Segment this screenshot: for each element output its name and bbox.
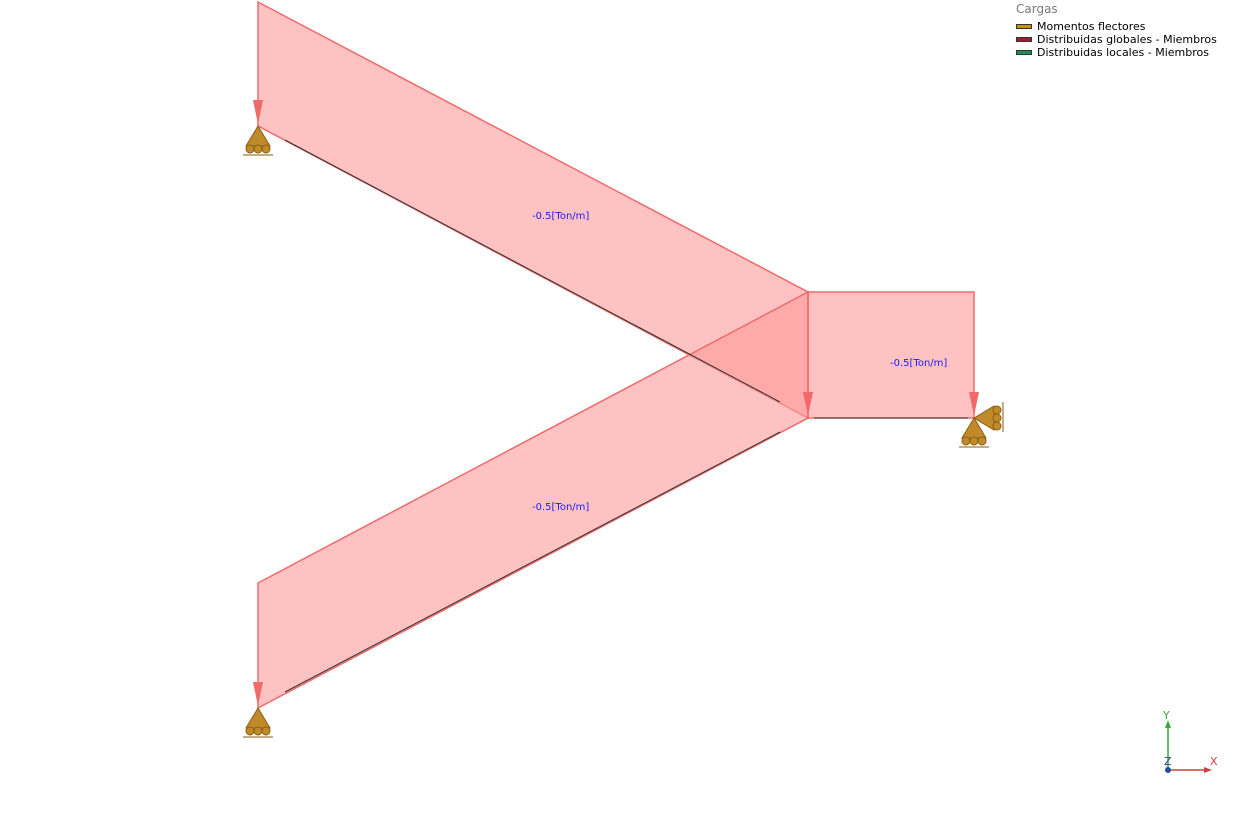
x-axis-arrow: [1204, 767, 1212, 773]
load-label-upper: -0.5[Ton/m]: [532, 211, 589, 222]
load-arrow-top-left: [253, 100, 263, 124]
z-axis-origin: [1165, 767, 1171, 773]
y-axis-arrow: [1165, 720, 1171, 728]
legend-title: Cargas: [1016, 2, 1058, 16]
legend-item-label: Momentos flectores: [1037, 20, 1146, 33]
swatch-icon: [1016, 50, 1032, 55]
z-axis-label: Z: [1164, 755, 1172, 768]
member-upper: [284, 139, 781, 403]
legend-item-momentos: Momentos flectores: [1016, 20, 1217, 33]
legend-item-locales: Distribuidas locales - Miembros: [1016, 46, 1217, 59]
member-lower: [284, 431, 781, 693]
legend-item-label: Distribuidas locales - Miembros: [1037, 46, 1209, 59]
swatch-icon: [1016, 24, 1032, 29]
load-horizontal: [807, 291, 975, 419]
support-bottom-left: [243, 707, 273, 738]
legend-item-label: Distribuidas globales - Miembros: [1037, 33, 1217, 46]
support-top-left: [243, 125, 273, 156]
load-arrow-bottom-left: [253, 682, 263, 706]
load-arrow-center: [803, 392, 813, 416]
swatch-icon: [1016, 37, 1032, 42]
load-arrow-right: [969, 392, 979, 416]
legend-item-globales: Distribuidas globales - Miembros: [1016, 33, 1217, 46]
load-label-lower: -0.5[Ton/m]: [532, 502, 589, 513]
support-right: [959, 402, 1004, 448]
axis-triad: Y X Z: [1162, 709, 1218, 773]
x-axis-label: X: [1210, 755, 1218, 768]
y-axis-label: Y: [1162, 709, 1170, 722]
load-label-horizontal: -0.5[Ton/m]: [890, 358, 947, 369]
load-lower-diagonal: [257, 290, 809, 710]
legend: Cargas Momentos flectores Distribuidas g…: [1016, 2, 1217, 59]
